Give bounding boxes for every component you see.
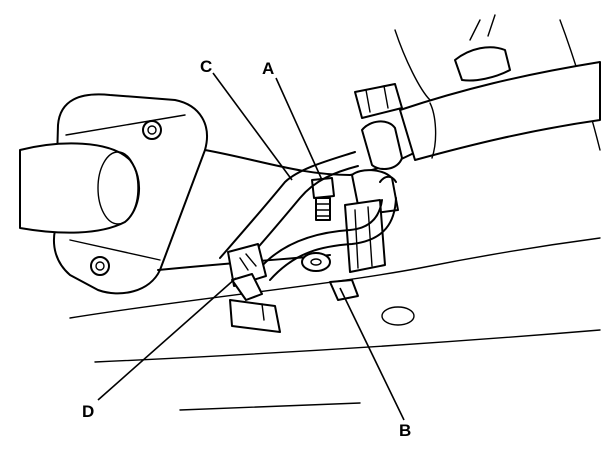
callout-d: D bbox=[82, 402, 94, 421]
callout-b: B bbox=[399, 421, 411, 440]
leader-b bbox=[339, 287, 405, 421]
exhaust-pipe bbox=[157, 14, 601, 271]
leader-lines bbox=[97, 72, 405, 421]
leader-a bbox=[275, 77, 323, 181]
leader-c bbox=[212, 72, 293, 181]
callout-a: A bbox=[262, 59, 274, 78]
leader-d bbox=[97, 277, 237, 401]
tube-line bbox=[219, 151, 397, 281]
floor-panel bbox=[69, 19, 601, 411]
clip bbox=[227, 243, 267, 301]
exhaust-flange bbox=[19, 93, 208, 295]
callout-c: C bbox=[200, 57, 212, 76]
